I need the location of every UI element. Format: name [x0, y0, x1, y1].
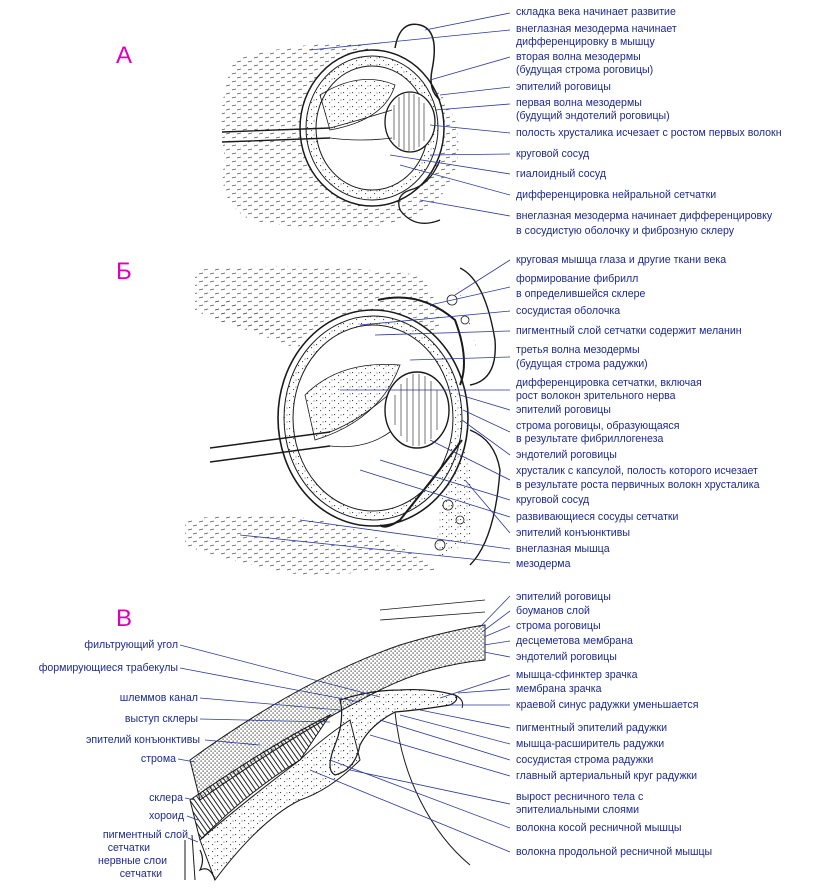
label-b-3: сосудистая оболочка: [516, 305, 621, 317]
label-v-r6: мышца-сфинктер зрачка: [516, 669, 638, 681]
label-v-l5: эпителий конъюнктивы: [86, 734, 200, 746]
label-b-11: круговой сосуд: [516, 494, 590, 506]
label-v-l10b: сетчатки: [119, 868, 162, 880]
label-v-l1: фильтрующий угол: [84, 639, 178, 651]
label-v-r14: волокна косой ресничной мышцы: [516, 822, 682, 834]
label-b-2b: в определившейся склере: [516, 288, 646, 300]
panel-letter-v: В: [116, 605, 133, 632]
label-v-r11: сосудистая строма радужки: [516, 754, 654, 766]
label-a-8: гиалоидный сосуд: [516, 168, 607, 180]
leader-lines-a: [309, 12, 511, 217]
label-v-r13: вырост ресничного тела с: [516, 791, 644, 803]
label-a-10: внеглазная мезодерма начинает дифференци…: [516, 210, 773, 222]
label-v-r8: краевой синус радужки уменьшается: [516, 699, 699, 711]
label-v-l9: пигментный слой: [102, 829, 188, 841]
label-v-l6: строма: [140, 753, 176, 765]
label-b-6: дифференцировка сетчатки, включая: [516, 377, 702, 389]
label-v-r9: пигментный эпителий радужки: [516, 722, 668, 734]
label-v-r12: главный артериальный круг радужки: [516, 770, 698, 782]
label-b-1: круговая мышца глаза и другие ткани века: [516, 254, 727, 266]
label-b-15: мезодерма: [516, 558, 571, 570]
label-v-l3: шлеммов канал: [119, 692, 198, 704]
label-v-r4: десцеметова мембрана: [516, 635, 633, 647]
label-a-2b: дифференцировку в мышцу: [516, 36, 655, 48]
leader-lines-b: [239, 259, 511, 564]
label-v-l4: выступ склеры: [124, 713, 198, 725]
label-b-14: внеглазная мышца: [516, 543, 610, 555]
label-b-6b: рост волокон зрительного нерва: [516, 390, 676, 402]
label-a-3b: (будущая строма роговицы): [516, 64, 654, 76]
label-b-4: пигментный слой сетчатки содержит мелани…: [516, 325, 742, 337]
label-a-5: первая волна мезодермы: [516, 97, 642, 109]
label-v-r2: боуманов слой: [516, 605, 590, 617]
label-a-2: внеглазная мезодерма начинает: [516, 23, 677, 35]
label-a-6: полость хрусталика исчезает с ростом пер…: [516, 127, 782, 139]
label-b-10: хрусталик с капсулой, полость которого и…: [516, 465, 758, 477]
label-a-7: круговой сосуд: [516, 148, 590, 160]
label-v-r15: волокна продольной ресничной мышцы: [516, 846, 713, 858]
label-a-5b: (будущий эндотелий роговицы): [516, 110, 670, 122]
label-b-13: эпителий конъюнктивы: [516, 527, 630, 539]
eye-diagram-b: [185, 266, 501, 575]
label-v-l7: склера: [149, 792, 183, 804]
label-v-r1: эпителий роговицы: [516, 591, 611, 603]
label-v-r3: строма роговицы: [516, 620, 601, 632]
label-v-r5: эндотелий роговицы: [516, 651, 617, 663]
label-b-5b: (будущая строма радужки): [516, 358, 648, 370]
label-v-l9b: сетчатки: [107, 842, 150, 854]
label-v-l2: формирующиеся трабекулы: [38, 662, 178, 674]
label-v-r13b: эпителиальными слоями: [516, 804, 640, 816]
label-a-10b: в сосудистую оболочку и фиброзную склеру: [516, 225, 735, 237]
eye-diagram-v: [184, 599, 486, 882]
eye-diagram-a: [221, 23, 459, 229]
label-b-8b: в результате фибриллогенеза: [516, 433, 664, 445]
label-b-8: строма роговицы, образующаяся: [516, 420, 680, 432]
label-b-9: эндотелий роговицы: [516, 449, 617, 461]
label-b-10b: в результате роста первичных волокн хрус…: [516, 479, 760, 491]
label-v-r7: мембрана зрачка: [516, 683, 602, 695]
leader-lines-v: [177, 595, 511, 853]
panel-letter-a: А: [116, 42, 133, 69]
label-b-2: формирование фибрилл: [516, 273, 639, 285]
label-v-l8: хороид: [149, 810, 184, 822]
label-a-3: вторая волна мезодермы: [516, 51, 641, 63]
label-b-5: третья волна мезодермы: [516, 344, 640, 356]
label-b-12: развивающиеся сосуды сетчатки: [516, 511, 679, 523]
label-a-4: эпителий роговицы: [516, 81, 611, 93]
panel-letter-b: Б: [116, 258, 132, 285]
label-v-r10: мышца-расширитель радужки: [516, 738, 665, 750]
label-v-l10: нервные слои: [98, 855, 167, 867]
label-a-9: дифференцировка нейральной сетчатки: [516, 189, 717, 201]
label-b-7: эпителий роговицы: [516, 404, 611, 416]
label-a-1: складка века начинает развитие: [516, 6, 676, 18]
